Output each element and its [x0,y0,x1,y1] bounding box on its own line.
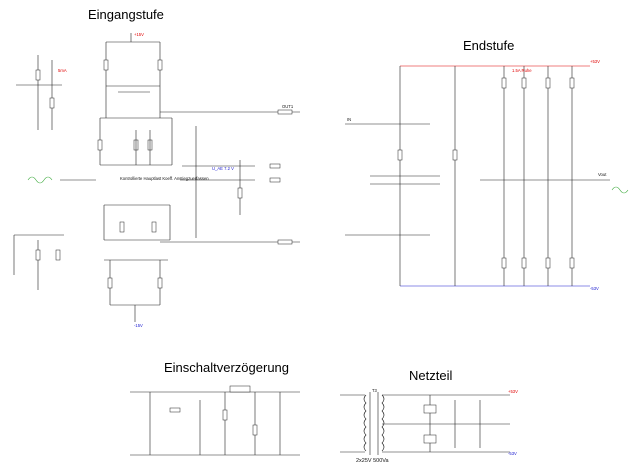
output-stage-annotations: +53V -53V 1.5A Ruhe Vout IN OUT1 [282,59,607,291]
output-stage-title: Endstufe [463,38,515,53]
power-title: Netzteil [409,368,453,383]
diff-note: Kontrollierte Hauptlast Koeff. Anstiegzu… [120,176,209,181]
transformer-label: T3 [372,388,378,393]
output-stage-schematic [345,65,629,287]
plus53-label: +53V [590,59,600,64]
vout-label: Vout [598,172,607,177]
power-annotations: T3 2x25V 500Va +53V -53V [356,388,518,464]
input-label: IN [347,117,351,122]
input-stage-schematic [13,33,300,322]
minus15-label: -15V [134,323,143,328]
out-label: OUT1 [282,104,294,109]
current-label: 5mA [58,68,67,73]
power-plus-label: +53V [508,389,518,394]
u-ae-label: U_AE 7.2 V [212,166,234,171]
input-stage-title: Eingangstufe [88,7,164,22]
power-schematic [340,392,510,455]
input-stage-annotations: +15V -15V 5mA U_AE 7.2 V Kontrollierte H… [58,32,234,328]
delay-title: Einschaltverzögerung [164,360,290,375]
power-minus-label: -53V [508,451,517,456]
minus53-label: -53V [590,286,599,291]
plus15-label: +15V [134,32,144,37]
delay-schematic [130,385,300,456]
quiescent-label: 1.5A Ruhe [512,68,532,73]
transformer-rating: 2x25V 500Va [356,458,390,464]
